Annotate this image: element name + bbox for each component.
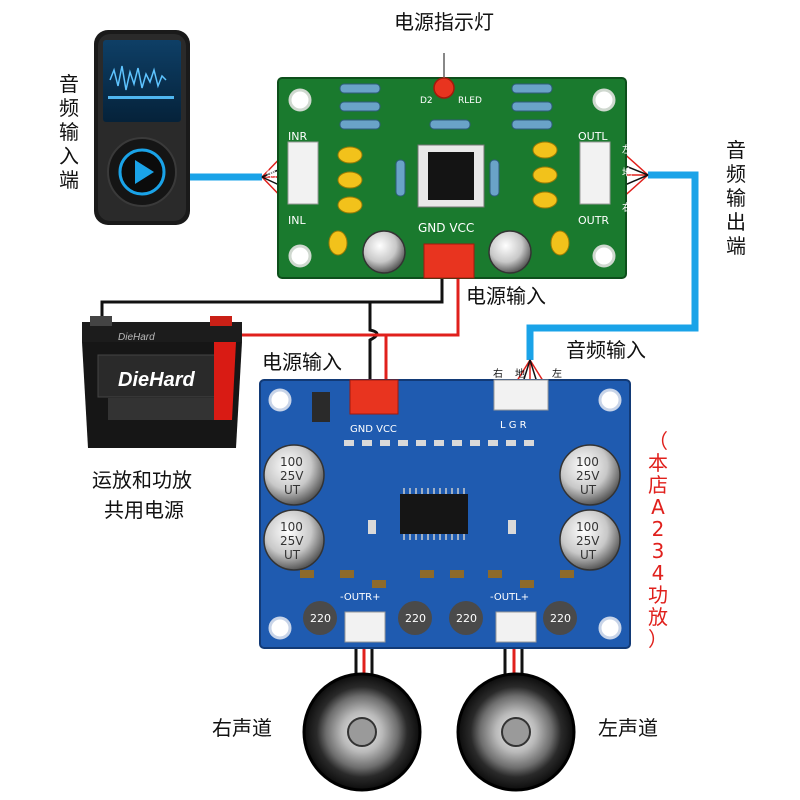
label-left-channel: 左声道 — [598, 716, 658, 740]
label-audio-output-end: 音 频 输 出 端 — [724, 138, 748, 258]
label-shared-supply-2: 共用电源 — [104, 498, 184, 522]
inductor-3: 220 — [456, 612, 477, 625]
char: A — [651, 495, 665, 519]
battery-brand-top: DieHard — [118, 332, 155, 343]
cap-tl-2: 25V — [280, 469, 304, 483]
amp-in-ground: 地 — [515, 367, 525, 380]
preamp-silk-d2: D2 — [420, 96, 433, 106]
char: 频 — [726, 162, 746, 186]
audio-cable-output — [526, 171, 699, 360]
label-power-indicator: 电源指示灯 — [394, 10, 494, 34]
preamp-silk-rled: RLED — [458, 96, 482, 106]
char: 放 — [648, 605, 668, 629]
char: ） — [648, 627, 668, 651]
cap-tr-1: 100 — [576, 455, 599, 469]
char: 音 — [726, 138, 746, 162]
char: 频 — [59, 96, 79, 120]
preamp-silk-gnd-vcc: GND VCC — [418, 221, 474, 235]
char: 店 — [648, 473, 668, 497]
char: 端 — [59, 168, 79, 192]
preamp-board: INR INL OUTL OUTR GND VCC D2 RLED 右 地 左 … — [266, 53, 632, 279]
char: 端 — [726, 234, 746, 258]
label-store-note: （ 本 店 A 2 3 4 功 放 ） — [645, 430, 671, 650]
char: 2 — [651, 517, 665, 541]
inductor-2: 220 — [405, 612, 426, 625]
cap-ml-3: UT — [284, 548, 301, 562]
cap-tl-1: 100 — [280, 455, 303, 469]
label-shared-supply-1: 运放和功放 — [92, 468, 192, 492]
preamp-silk-outl: OUTL — [578, 130, 608, 143]
cap-ml-2: 25V — [280, 534, 304, 548]
ground-wire-preamp — [100, 268, 444, 322]
amp-in-left: 左 — [552, 367, 562, 380]
battery: DieHard DieHard — [82, 316, 242, 448]
cap-tr-2: 25V — [576, 469, 600, 483]
preamp-in-ground: 地 — [266, 168, 276, 181]
char: 输 — [59, 120, 79, 144]
char: 功 — [648, 583, 668, 607]
preamp-in-right: 右 — [266, 145, 276, 158]
label-right-channel: 右声道 — [212, 716, 272, 740]
power-wire-preamp — [215, 268, 460, 337]
amp-silk-lgr: L G R — [500, 420, 527, 431]
preamp-out-right: 右 — [622, 201, 632, 214]
cap-tl-3: UT — [284, 483, 301, 497]
label-power-input-top: 电源输入 — [466, 284, 546, 308]
char: （ — [648, 429, 668, 453]
cap-mr-1: 100 — [576, 520, 599, 534]
label-audio-input-end: 音 频 输 入 端 — [57, 72, 81, 192]
cap-mr-3: UT — [580, 548, 597, 562]
preamp-out-ground: 地 — [622, 166, 632, 179]
char: 出 — [726, 210, 746, 234]
preamp-silk-inl: INL — [288, 214, 306, 227]
char: 4 — [651, 561, 665, 585]
label-audio-input-mid: 音频输入 — [566, 338, 646, 362]
char: 入 — [59, 144, 79, 168]
amp-silk-outl: -OUTL+ — [490, 592, 529, 603]
preamp-silk-inr: INR — [288, 130, 307, 143]
amp-silk-gnd-vcc: GND VCC — [350, 424, 397, 435]
amp-silk-outr: -OUTR+ — [340, 592, 381, 603]
char: 本 — [648, 451, 668, 475]
mp3-player — [94, 30, 190, 225]
preamp-silk-outr: OUTR — [578, 214, 609, 227]
label-power-input-left: 电源输入 — [262, 350, 342, 374]
preamp-out-left: 左 — [622, 143, 632, 156]
battery-brand: DieHard — [118, 369, 195, 391]
inductor-4: 220 — [550, 612, 571, 625]
char: 3 — [651, 539, 665, 563]
cap-tr-3: UT — [580, 483, 597, 497]
amp-board: 100 25V UT 100 25V UT 100 25V UT 100 25V… — [259, 367, 631, 649]
speaker-left — [456, 672, 576, 792]
char: 音 — [59, 72, 79, 96]
char: 输 — [726, 186, 746, 210]
preamp-in-left: 左 — [266, 201, 276, 214]
cap-ml-1: 100 — [280, 520, 303, 534]
amp-in-right: 右 — [493, 367, 503, 380]
speaker-right — [302, 672, 422, 792]
inductor-1: 220 — [310, 612, 331, 625]
cap-mr-2: 25V — [576, 534, 600, 548]
